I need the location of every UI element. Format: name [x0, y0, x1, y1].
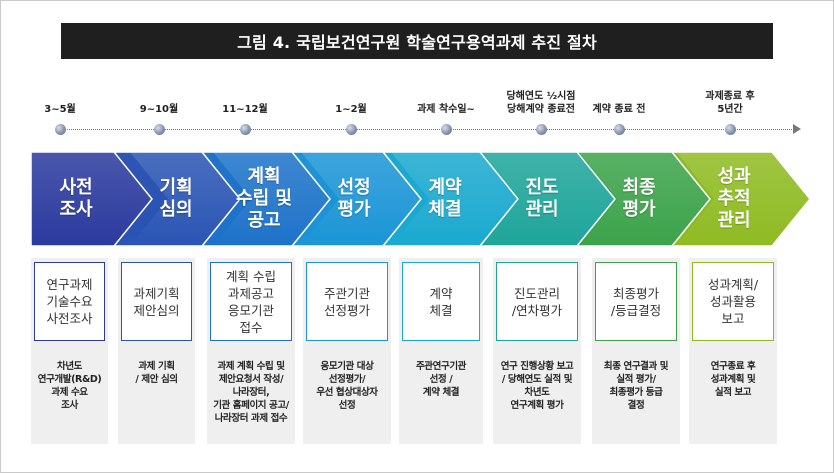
stage-name: 사전 조사: [59, 177, 93, 220]
timeline-label: 9~10월: [139, 104, 179, 115]
timeline-dot: [725, 124, 736, 135]
stage-description: 차년도 연구개발(R&D) 과제 수요 조사: [37, 361, 102, 411]
stage-description: 과제 계획 수립 및 제안요청서 작성/ 나라장터, 기관 홈페이지 공고/ 나…: [213, 361, 289, 424]
stage-description: 과제 기획 / 제안 심의: [135, 361, 178, 385]
stage-box: 계획 수립 과제공고 응모기관 접수: [210, 262, 292, 341]
process-chevrons: [30, 151, 811, 247]
stage-box: 성과계획/ 성과활용 보고: [692, 262, 774, 341]
stage-box: 계약 체결: [402, 262, 480, 341]
stage-name: 성과 추적 관리: [717, 166, 751, 231]
timeline-dot: [346, 124, 357, 135]
timeline-label: 당해연도 ½시점 당해계약 종료전: [506, 91, 576, 115]
timeline-dot: [614, 124, 625, 135]
stage-name: 기획 심의: [159, 177, 193, 220]
timeline-arrowhead: [793, 124, 801, 134]
stage-name: 진도 관리: [525, 177, 559, 220]
stage-description: 응모기관 대상 선정평가/ 우선 협상대상자 선정: [316, 361, 378, 411]
stage-box: 과제기획 제안심의: [121, 262, 192, 341]
timeline-dot: [154, 124, 165, 135]
stage-box: 주관기관 선정평가: [306, 262, 388, 341]
timeline-label: 과제 착수일~: [417, 104, 475, 115]
stage-chevron: [670, 151, 811, 247]
timeline-dot: [240, 124, 251, 135]
stage-description: 연구 진행상황 보고 / 당해연도 실적 및 차년도 연구계획 평가: [500, 361, 574, 411]
stage-name: 선정 평가: [337, 177, 371, 220]
figure-title: 그림 4. 국립보건연구원 학술연구용역과제 추진 절차: [61, 23, 773, 59]
stage-description: 주관연구기관 선정 / 계약 체결: [415, 361, 467, 398]
timeline-dot: [441, 124, 452, 135]
timeline-label: 1~2월: [335, 104, 367, 115]
stage-box: 연구과제 기술수요 사전조사: [34, 262, 105, 341]
timeline-label: 3~5월: [44, 104, 76, 115]
stage-name: 계약 체결: [428, 177, 462, 220]
timeline-line: [60, 129, 798, 130]
stage-name: 계획 수립 및 공고: [236, 166, 292, 231]
timeline-dot: [536, 124, 547, 135]
timeline-dot: [55, 124, 66, 135]
stage-box: 최종평가 /등급결정: [595, 262, 677, 341]
timeline-label: 과제종료 후 5년간: [705, 91, 755, 115]
timeline-label: 계약 종료 전: [592, 104, 646, 115]
stage-description: 최종 연구결과 및 실적 평가/ 최종평가 등급 결정: [603, 361, 669, 411]
stage-description: 연구종료 후 성과계획 및 실적 보고: [710, 361, 756, 398]
stage-name: 최종 평가: [622, 177, 656, 220]
stage-box: 진도관리 /연차평가: [496, 262, 578, 341]
timeline-label: 11~12월: [222, 104, 268, 115]
